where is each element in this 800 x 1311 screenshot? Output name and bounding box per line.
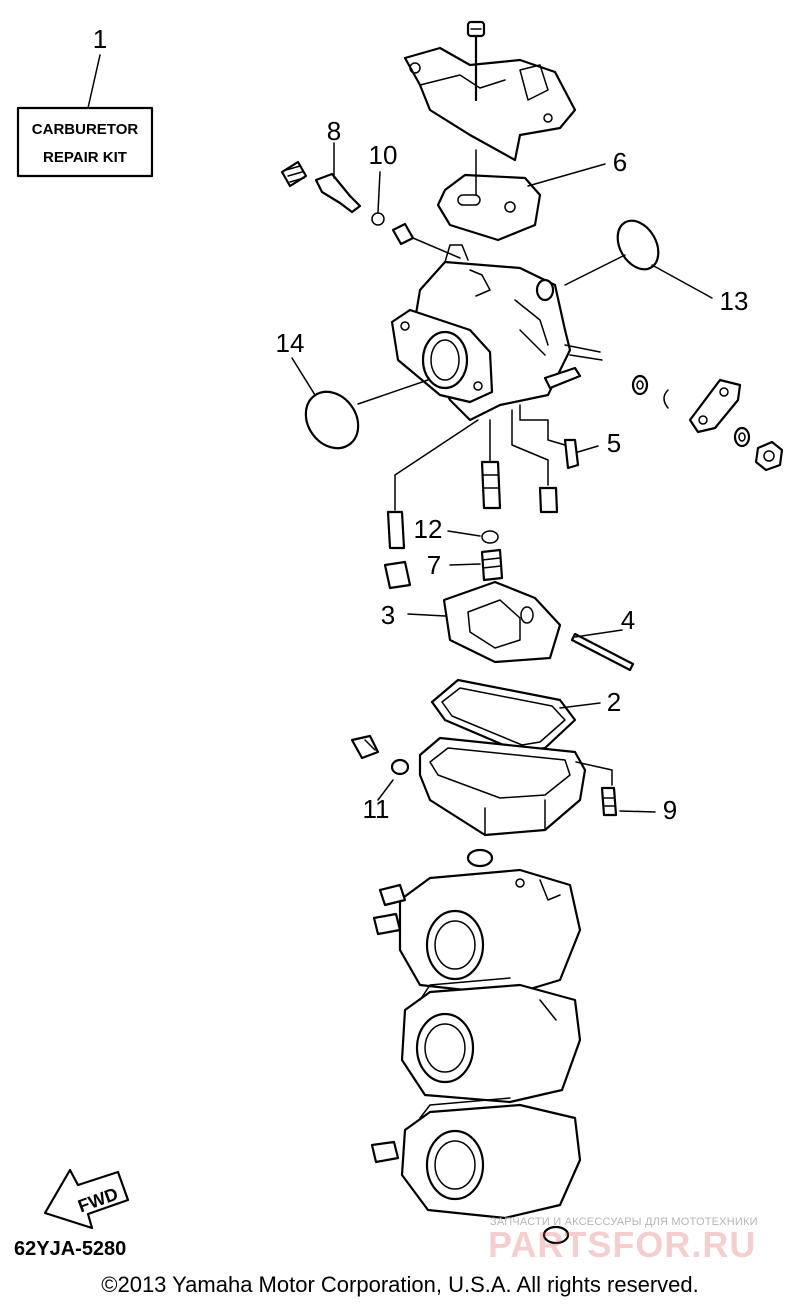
o-ring-12: 12 [414,514,499,544]
callout-4: 4 [621,605,635,635]
carburetor-assembly-stack [370,848,582,1245]
top-bracket [403,20,577,162]
copyright-notice: ©2013 Yamaha Motor Corporation, U.S.A. A… [101,1272,699,1297]
callout-10: 10 [369,140,398,170]
jets-under-body [383,409,559,590]
callout-6: 6 [613,147,627,177]
linkage-parts [631,374,784,472]
callout-11: 11 [363,794,390,824]
callout-14: 14 [276,328,305,358]
callout-2: 2 [607,687,621,717]
kit-label-line1: CARBURETOR [32,121,139,138]
float-3: 3 [381,580,562,664]
watermark-logo: PARTSFOR.RU [488,1224,757,1265]
gasket-2: 2 [430,678,621,754]
repair-kit-box: CARBURETOR REPAIR KIT 1 [16,24,154,178]
carburetor-unit-middle [400,977,582,1104]
o-ring-14: 14 [276,328,429,450]
carburetor-unit-bottom [370,1097,582,1245]
float-pin-4: 4 [570,605,635,672]
callout-1: 1 [93,24,107,54]
callout-9: 9 [663,795,677,825]
needle-valve-7: 7 [427,548,504,582]
callout-3: 3 [381,600,395,630]
float-bowl: 11 9 [350,734,677,837]
gasket-6: 6 [436,147,627,242]
callout-13: 13 [720,286,749,316]
callout-5: 5 [607,428,621,458]
main-jet-5: 5 [519,404,621,470]
watermark-tagline: ЗАПЧАСТИ И АКСЕССУАРЫ ДЛЯ МОТОТЕХНИКИ [490,1216,758,1228]
callout-8: 8 [327,116,341,146]
pilot-screw-8: 8 [280,116,362,214]
kit-label-line2: REPAIR KIT [43,149,127,166]
carburetor-unit-top [372,848,582,997]
fwd-arrow-icon: FWD [43,1168,130,1230]
callout-12: 12 [414,514,443,544]
drawing-code: 62YJA-5280 [14,1238,127,1260]
o-ring-13: 13 [564,219,749,316]
carburetor-body [390,222,603,422]
callout-7: 7 [427,550,441,580]
o-ring-10: 10 [369,140,398,226]
